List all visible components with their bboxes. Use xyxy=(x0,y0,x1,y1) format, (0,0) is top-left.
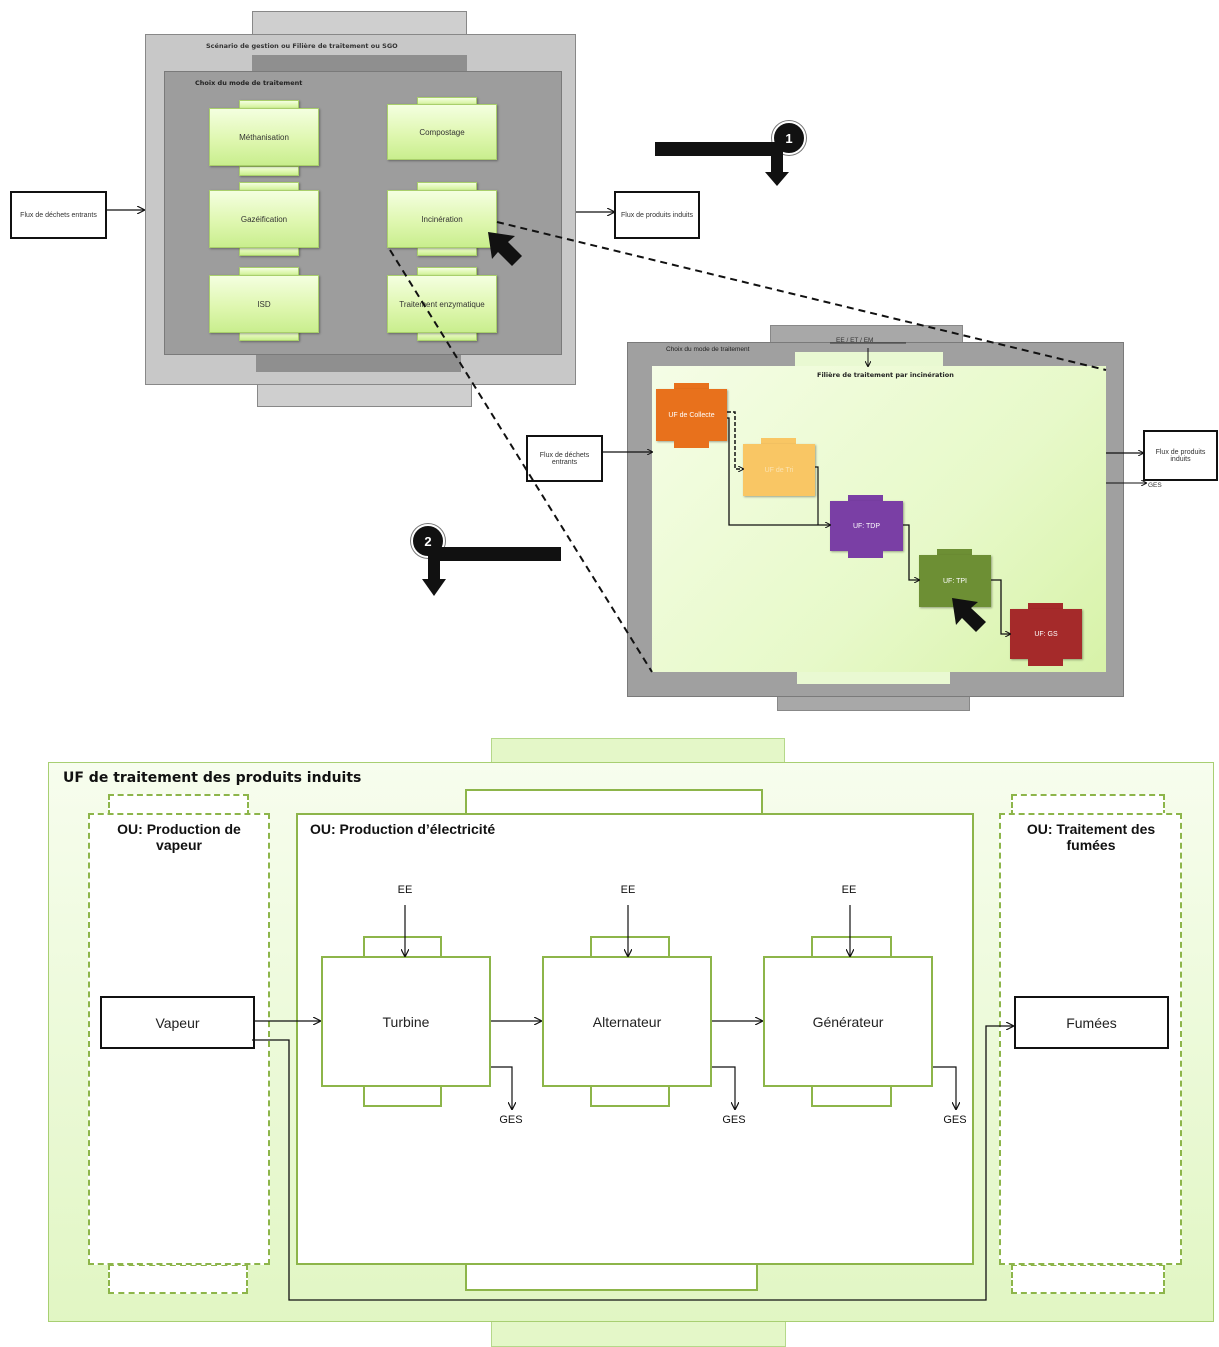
uf-gs[interactable]: UF: GS xyxy=(1010,603,1082,666)
module-label: ISD xyxy=(209,275,319,333)
uf-tdp[interactable]: UF: TDP xyxy=(830,495,903,559)
ou-right-tab-bottom xyxy=(1011,1264,1165,1294)
mid-ges-label: GES xyxy=(1148,482,1162,489)
component-label: Générateur xyxy=(763,956,933,1087)
mid-tab-bottom xyxy=(777,695,970,711)
ou-right-title: OU: Traitement des fumées xyxy=(1026,821,1156,853)
mid-choice-title: Choix du mode de traitement xyxy=(666,346,750,353)
module-compostage[interactable]: Compostage xyxy=(387,97,497,167)
mid-input-box: Flux de déchets entrants xyxy=(526,435,603,482)
alternateur-component[interactable]: Alternateur xyxy=(542,936,712,1107)
bottom-title: UF de traitement des produits induits xyxy=(63,770,362,786)
turbine-component[interactable]: Turbine xyxy=(321,936,491,1107)
component-label: Turbine xyxy=(321,956,491,1087)
uf-collecte[interactable]: UF de Collecte xyxy=(656,383,727,449)
top-input-box: Flux de déchets entrants xyxy=(10,191,107,239)
step-2-badge: 2 xyxy=(411,524,445,558)
ou-center-tab-top xyxy=(465,789,763,815)
module-methanisation[interactable]: Méthanisation xyxy=(209,100,319,178)
scenario-title: Scénario de gestion ou Filière de traite… xyxy=(206,42,398,50)
top-outer-tab-top xyxy=(252,11,467,35)
module-incineration[interactable]: Incinération xyxy=(387,182,497,258)
vapeur-box[interactable]: Vapeur xyxy=(100,996,255,1049)
ges-label-alternateur: GES xyxy=(722,1114,746,1126)
top-diagram: Scénario de gestion ou Filière de traite… xyxy=(0,0,1219,410)
ou-left-tab-bottom xyxy=(108,1264,248,1294)
generateur-component[interactable]: Générateur xyxy=(763,936,933,1107)
ee-label-alternateur: EE xyxy=(620,884,636,896)
module-label: Compostage xyxy=(387,104,497,160)
choice-tab-top xyxy=(252,55,467,73)
bottom-tab-top xyxy=(491,738,785,763)
ges-label-generateur: GES xyxy=(943,1114,967,1126)
step-1-badge: 1 xyxy=(772,121,806,155)
uf-tri[interactable]: UF de Tri xyxy=(743,438,815,496)
mid-ee-label: EE / ET / EM xyxy=(836,337,874,344)
ee-label-turbine: EE xyxy=(397,884,413,896)
ou-center-tab-bottom xyxy=(465,1263,758,1291)
uf-tpi[interactable]: UF: TPI xyxy=(919,549,991,611)
ou-center-title: OU: Production d’électricité xyxy=(310,821,496,837)
module-label: Incinération xyxy=(387,190,497,248)
mid-output-box: Flux de produits induits xyxy=(1143,430,1218,481)
filiere-tab-bottom xyxy=(797,670,950,684)
filiere-title: Filière de traitement par incinération xyxy=(817,371,954,379)
ee-label-generateur: EE xyxy=(841,884,857,896)
fumees-box[interactable]: Fumées xyxy=(1014,996,1169,1049)
component-label: Alternateur xyxy=(542,956,712,1087)
ges-label-turbine: GES xyxy=(499,1114,523,1126)
module-label: Gazéification xyxy=(209,190,319,248)
middle-diagram: Choix du mode de traitement EE / ET / EM… xyxy=(0,320,1219,720)
module-gazeification[interactable]: Gazéification xyxy=(209,182,319,258)
choice-title: Choix du mode de traitement xyxy=(195,79,303,87)
top-output-box: Flux de produits induits xyxy=(614,191,700,239)
bottom-diagram: UF de traitement des produits induits OU… xyxy=(0,730,1219,1347)
ou-left-title: OU: Production de vapeur xyxy=(117,821,241,853)
module-label: Méthanisation xyxy=(209,108,319,166)
module-isd[interactable]: ISD xyxy=(209,267,319,343)
bottom-tab-bottom xyxy=(491,1321,786,1347)
